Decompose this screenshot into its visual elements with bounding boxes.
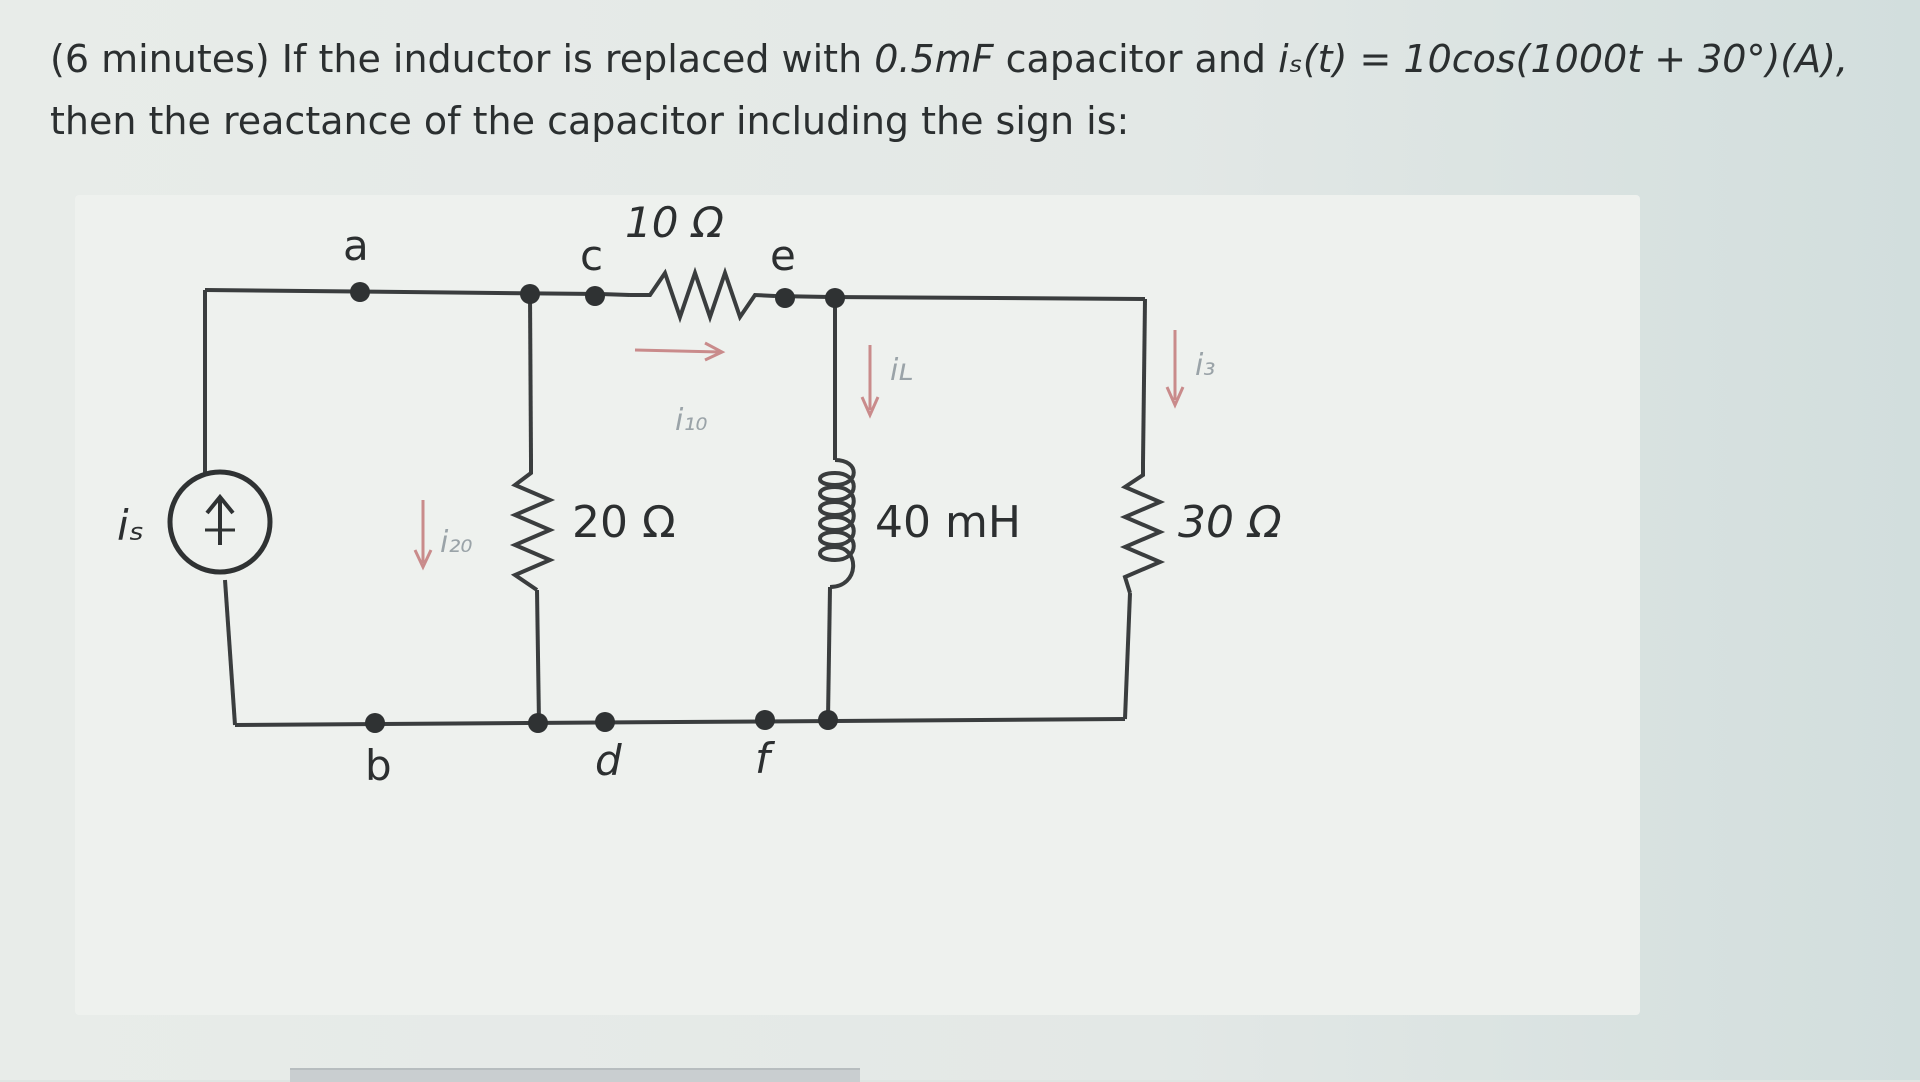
wires [203,288,1147,727]
inductor-label: 40 mH [875,497,1021,548]
current-arrowhead-l [860,396,880,419]
source-label: iₛ [117,501,144,550]
current-label-20: i₂₀ [440,525,472,560]
node-junction-bottom-right [818,710,838,730]
resistor-20-ohm [509,460,556,592]
node-e-dot [775,288,795,308]
current-arrow-10 [634,348,721,354]
inductor-40mh [818,458,856,589]
node-f-dot [755,710,775,730]
node-f-label: f [755,734,776,783]
current-source [167,469,273,575]
bottom-edge-element [290,1068,860,1082]
current-label-30: i₃ [1195,348,1215,383]
current-label-10: i₁₀ [675,403,707,438]
node-b-label: b [365,741,392,790]
nodes [350,282,845,733]
current-arrowhead-10 [704,341,726,362]
node-d-label: d [595,736,622,785]
resistor-10-label: 10 Ω [625,198,724,247]
node-c-label: c [580,231,603,280]
question-line-1: (6 minutes) If the inductor is replaced … [50,28,1890,90]
question-prefix: (6 minutes) If the inductor is replaced … [50,37,875,81]
node-c-dot [585,286,605,306]
node-a-dot [350,282,370,302]
current-arrowhead-20 [413,549,433,571]
node-d-dot [595,712,615,732]
node-junction-top-right [825,288,845,308]
node-e-label: e [770,231,796,280]
capacitor-value: 0.5mF [874,37,994,81]
resistor-30-label: 30 Ω [1178,497,1282,548]
circuit-figure: iₛ 10 Ω i₁₀ 20 Ω i₂₀ 40 mH iʟ 30 Ω i₃ [75,195,1640,1015]
circuit-diagram: iₛ 10 Ω i₁₀ 20 Ω i₂₀ 40 mH iʟ 30 Ω i₃ [117,198,1282,790]
resistor-20-label: 20 Ω [572,497,676,548]
resistor-10-ohm [630,266,776,324]
current-arrowhead-30 [1165,386,1185,409]
source-expression: iₛ(t) = 10cos(1000t + 30°)(A), [1278,37,1849,81]
node-junction-top-left [520,284,540,304]
node-junction-bottom-left [528,713,548,733]
question-text: (6 minutes) If the inductor is replaced … [50,28,1890,152]
current-label-l: iʟ [890,353,914,388]
question-mid: capacitor and [993,37,1279,81]
node-a-label: a [343,221,369,270]
node-b-dot [365,713,385,733]
question-line-2: then the reactance of the capacitor incl… [50,99,1130,143]
resistor-30-ohm [1119,463,1166,594]
